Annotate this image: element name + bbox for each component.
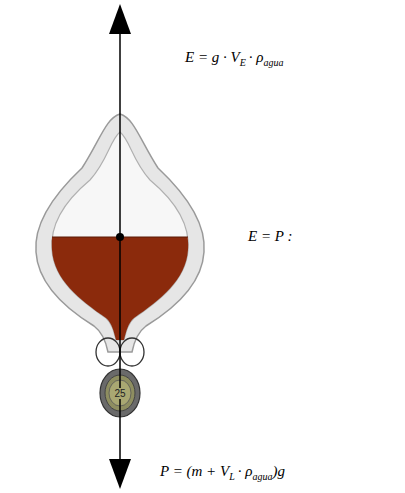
formula-text: )g xyxy=(272,463,285,479)
weight-number: 25 xyxy=(113,388,126,399)
arrow-down xyxy=(109,459,131,489)
ring xyxy=(120,338,144,366)
formula-text: E = g · V xyxy=(185,49,240,65)
subscript: E xyxy=(240,57,246,68)
subscript: L xyxy=(229,471,235,482)
formula-text: · ρ xyxy=(249,49,264,65)
center-dot xyxy=(116,233,124,241)
ring xyxy=(96,338,120,366)
formula-text: P = (m + V xyxy=(160,463,229,479)
formula-text: E = P : xyxy=(248,228,292,244)
weight-formula: P = (m + VL· ρagua)g xyxy=(160,462,285,483)
subscript: agua xyxy=(264,57,284,68)
buoyancy-formula: E = g · VE· ρagua xyxy=(185,48,284,69)
subscript: agua xyxy=(252,471,272,482)
arrow-up xyxy=(109,4,131,34)
equilibrium-formula: E = P : xyxy=(248,227,292,245)
formula-text: · ρ xyxy=(238,463,253,479)
